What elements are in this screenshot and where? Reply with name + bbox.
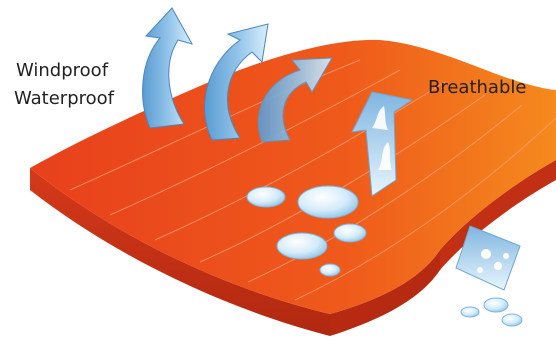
windproof-label: Windproof — [16, 60, 109, 81]
vapor-arrow-icon — [351, 91, 414, 197]
wind-arrow-icon-2 — [204, 23, 269, 141]
wind-arrow-icon — [142, 7, 194, 129]
water-droplet-icon — [297, 185, 359, 219]
water-droplet-icon — [246, 186, 286, 208]
falling-droplets — [460, 297, 523, 327]
water-droplets — [246, 185, 367, 277]
breathable-label: Breathable — [428, 77, 527, 98]
fabric-edge — [30, 168, 330, 336]
fabric-edge-right — [330, 250, 440, 336]
vapor-patch-icon — [455, 225, 521, 291]
water-droplet-icon — [333, 223, 367, 243]
fabric-edge-far — [440, 160, 556, 270]
waterproof-label: Waterproof — [14, 88, 115, 109]
water-droplet-icon — [319, 263, 341, 277]
wind-arrow-icon-3 — [257, 57, 333, 143]
water-droplet-icon — [276, 232, 328, 260]
